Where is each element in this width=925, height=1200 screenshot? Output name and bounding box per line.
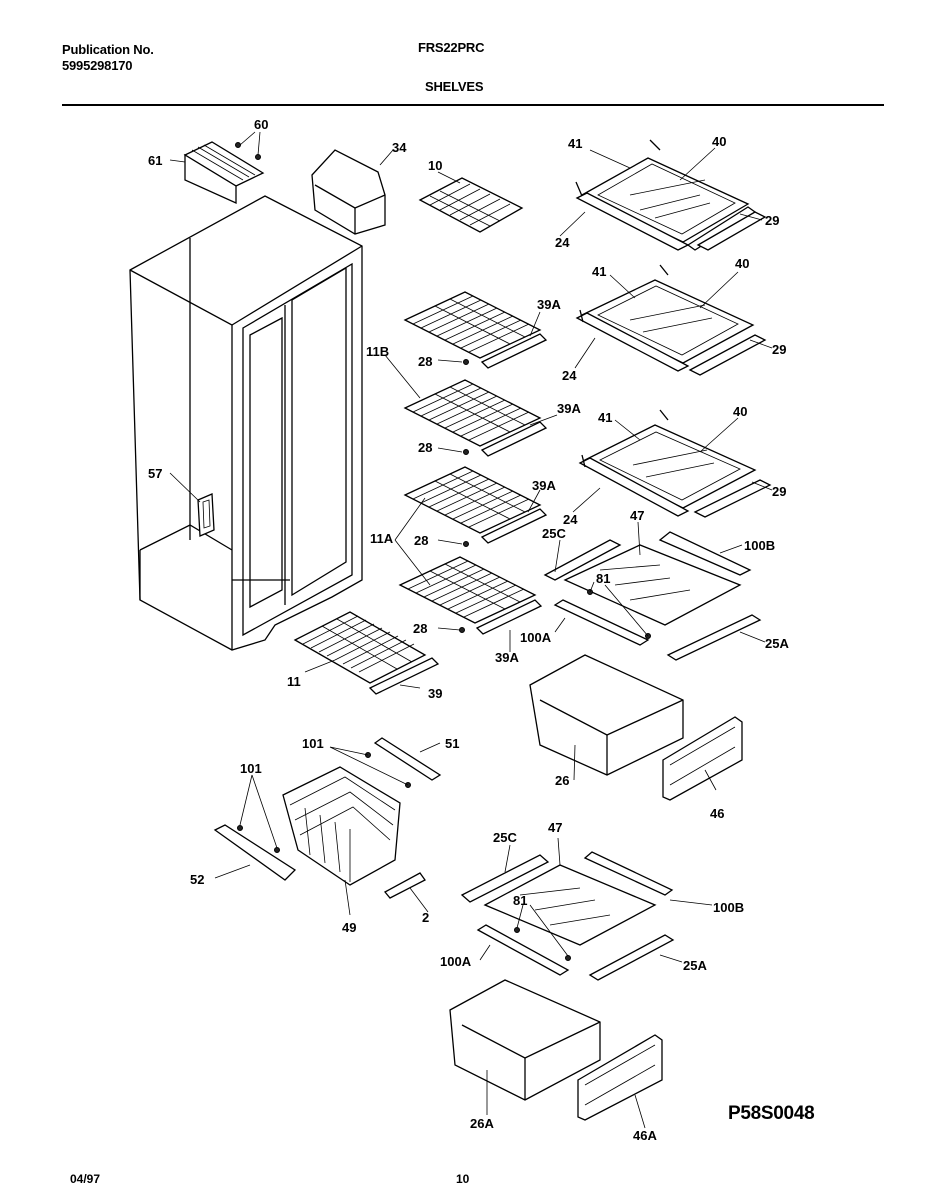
part-61-bracket: [183, 141, 265, 205]
wire-shelf-11a-lower: [398, 556, 543, 635]
callout-101: 101: [240, 761, 262, 776]
callout-57: 57: [148, 466, 162, 481]
callout-39a: 39A: [495, 650, 519, 665]
callout-39a: 39A: [537, 297, 561, 312]
callout-40: 40: [733, 404, 747, 419]
callout-39a: 39A: [557, 401, 581, 416]
callout-46a: 46A: [633, 1128, 657, 1143]
callout-40: 40: [735, 256, 749, 271]
callout-52: 52: [190, 872, 204, 887]
part-10-ice-tray: [418, 177, 524, 233]
callout-100a: 100A: [520, 630, 552, 645]
callout-47: 47: [630, 508, 644, 523]
footer-date: 04/97: [70, 1172, 101, 1186]
callout-10: 10: [428, 158, 442, 173]
leader-lines: [169, 131, 773, 1129]
callout-24: 24: [562, 368, 577, 383]
callout-25c: 25C: [493, 830, 517, 845]
wire-shelf-11b-upper: [403, 291, 548, 369]
glass-shelf-middle: [575, 264, 767, 376]
callout-100a: 100A: [440, 954, 472, 969]
section-title: SHELVES: [425, 79, 484, 94]
page-number: 10: [456, 1172, 470, 1186]
callout-2: 2: [422, 910, 429, 925]
callout-60: 60: [254, 117, 268, 132]
callout-25c: 25C: [542, 526, 566, 541]
callout-11b: 11B: [366, 344, 389, 359]
callout-28: 28: [418, 354, 432, 369]
callout-100b: 100B: [744, 538, 775, 553]
wire-shelf-11b-lower: [403, 379, 548, 457]
crisper-assembly-lower: [449, 851, 675, 1121]
callout-41: 41: [598, 410, 612, 425]
callout-11: 11: [287, 674, 301, 689]
callout-81: 81: [513, 893, 527, 908]
callout-40: 40: [712, 134, 726, 149]
callout-47: 47: [548, 820, 562, 835]
callout-100b: 100B: [713, 900, 744, 915]
callout-39: 39: [428, 686, 442, 701]
callout-34: 34: [392, 140, 407, 155]
drawing-code: P58S0048: [728, 1103, 815, 1124]
header-rule: [62, 104, 884, 106]
callout-39a: 39A: [532, 478, 556, 493]
callout-28: 28: [418, 440, 432, 455]
callout-61: 61: [148, 153, 162, 168]
part-34-bin: [311, 149, 386, 235]
callout-26a: 26A: [470, 1116, 494, 1131]
callout-11a: 11A: [370, 531, 394, 546]
publication-label: Publication No.: [62, 42, 154, 57]
callout-29: 29: [772, 484, 786, 499]
callout-24: 24: [563, 512, 578, 527]
callout-81: 81: [596, 571, 610, 586]
callout-28: 28: [414, 533, 428, 548]
crisper-assembly-upper: [529, 531, 762, 801]
callout-51: 51: [445, 736, 459, 751]
callout-24: 24: [555, 235, 570, 250]
callout-25a: 25A: [683, 958, 707, 973]
callout-46: 46: [710, 806, 724, 821]
basket-assembly: [213, 737, 442, 899]
wire-shelf-11: [293, 611, 440, 695]
callout-29: 29: [765, 213, 779, 228]
callout-41: 41: [592, 264, 606, 279]
callout-29: 29: [772, 342, 786, 357]
callout-25a: 25A: [765, 636, 789, 651]
model-number: FRS22PRC: [418, 40, 485, 55]
callout-labels: 60 61 34 10 41 40 29 24 41 40 29 24 41 4…: [148, 117, 789, 1143]
callout-41: 41: [568, 136, 582, 151]
callout-28: 28: [413, 621, 427, 636]
wire-shelf-11a-upper: [403, 466, 548, 547]
glass-shelf-top: [575, 139, 767, 251]
cabinet-drawing: [129, 195, 363, 651]
callout-101: 101: [302, 736, 324, 751]
glass-shelf-bottom: [578, 409, 772, 518]
publication-number: 5995298170: [62, 58, 133, 73]
callout-49: 49: [342, 920, 356, 935]
callout-26: 26: [555, 773, 569, 788]
